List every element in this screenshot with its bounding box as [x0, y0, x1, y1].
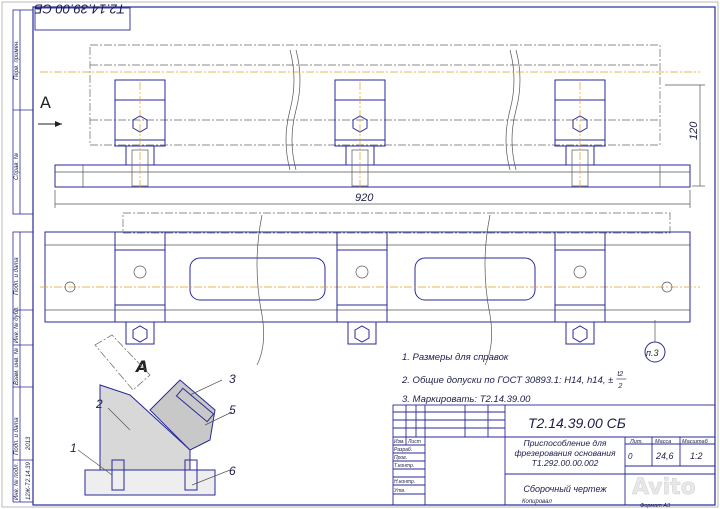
header-scale: Масштаб [682, 439, 709, 445]
title-block [392, 404, 716, 506]
doc-type: Сборочный чертеж [523, 484, 607, 494]
mass-value: 24,6 [655, 451, 674, 461]
note-ref-callout: п.3 [646, 348, 658, 358]
role-label: Пров. [394, 455, 407, 461]
front-view [40, 44, 700, 191]
role-label: Разраб. [394, 447, 412, 453]
tolerance-numerator: t2 [617, 371, 623, 378]
dim-length-text: 920 [355, 192, 374, 204]
scale-value: 1:2 [690, 451, 703, 461]
note-1: 1. Размеры для справок [402, 352, 509, 363]
title-name-line: Т1.292.00.00.002 [532, 458, 599, 468]
note-3: 3. Маркировать: Т2.14.39.00 [402, 394, 531, 405]
code-box [34, 7, 131, 31]
role-label: Лист [407, 439, 421, 445]
role-label: Утв. [394, 488, 405, 494]
title-name-line: фрезерования основания [514, 448, 616, 458]
dim-height-text: 120 [688, 121, 700, 140]
title-designation: Т2.14.39.00 СБ [528, 415, 626, 431]
part-number: 3 [229, 372, 236, 386]
dimension-920: 920 [54, 190, 691, 208]
rotated-code: Т2.14.39.00 СБ [34, 1, 125, 16]
title-name-line: Приспособление для [524, 438, 607, 448]
stamp-value: 2013 [26, 436, 32, 451]
stamp-label: Подп. и дата [14, 257, 20, 295]
part-number: 6 [229, 464, 236, 478]
section-view: А 3 5 6 2 1 [70, 334, 236, 496]
role-label: Н.контр. [394, 479, 415, 485]
copied-label: Копировал [522, 499, 552, 505]
header-mass: Масса [655, 439, 671, 445]
role-label: Т.контр. [394, 463, 414, 469]
section-label: А [134, 357, 148, 376]
tolerance-denominator: 2 [617, 383, 622, 390]
side-stamp [12, 9, 34, 503]
dimension-120: 120 [665, 84, 705, 187]
stamp-label: Перв. примен. [14, 40, 20, 80]
format-label: Формат А3 [640, 503, 671, 509]
part-number: 1 [70, 441, 77, 455]
stamp-label: Инв. № подл. [13, 463, 20, 500]
header-lit: Лит. [629, 439, 643, 445]
watermark: Avito [632, 475, 696, 500]
stamp-label: Подп. и дата [14, 417, 20, 455]
view-a-label: А [40, 93, 51, 112]
note-2: 2. Общие допуски по ГОСТ 30893.1: H14, h… [401, 375, 613, 386]
stamp-label: Справ. № [13, 152, 20, 180]
plan-view: п.3 [40, 212, 700, 366]
role-label: Изм. [394, 439, 405, 445]
part-number: 5 [229, 403, 236, 417]
part-number: 2 [95, 397, 103, 411]
stamp-label: Инв. № дубл. [13, 306, 20, 343]
stamp-value: 12Ж-Т2.14.39 [26, 461, 32, 500]
lit-value: 0 [628, 452, 633, 461]
stamp-label: Взам. инв. № [13, 347, 20, 385]
